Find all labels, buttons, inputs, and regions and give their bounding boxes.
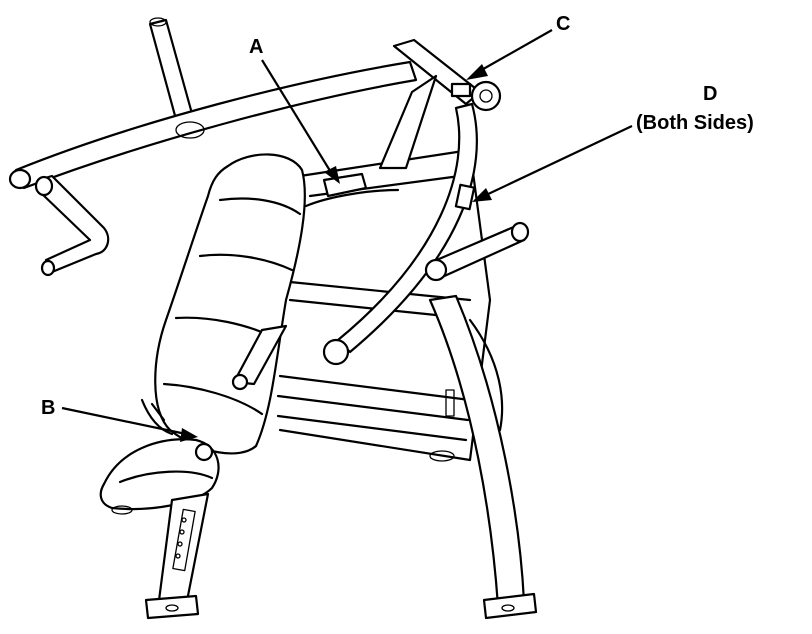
callout-label-b: B: [41, 397, 56, 419]
left-lower-handle: [231, 324, 288, 391]
right-upper-arm: [378, 38, 502, 170]
side-label-d: [454, 183, 476, 211]
leader-line-a: [261, 59, 340, 184]
callout-label-a: A: [249, 36, 264, 58]
adjustment-bracket-a: [304, 172, 400, 208]
top-crossbar: [8, 60, 418, 190]
back-pad: [154, 153, 306, 455]
seat-knob-b: [194, 442, 214, 462]
right-front-leg: [428, 294, 538, 620]
left-handle: [34, 174, 110, 277]
right-handle: [424, 221, 530, 282]
callout-label-d: D: [703, 83, 718, 105]
pivot-label-plate: [450, 82, 472, 98]
left-rear-base: [140, 398, 174, 436]
seat-post: [144, 492, 210, 620]
callout-note-both-sides: (Both Sides): [636, 112, 754, 134]
seat-pad: [99, 438, 220, 515]
pivot-cap-c: [470, 80, 502, 112]
leader-line-b: [61, 406, 198, 442]
crossbar-left-end-cap: [8, 168, 32, 190]
leader-line-c: [466, 29, 553, 80]
right-lever-arm: [322, 102, 478, 366]
leader-line-d: [472, 125, 633, 202]
callout-label-c: C: [556, 13, 571, 35]
